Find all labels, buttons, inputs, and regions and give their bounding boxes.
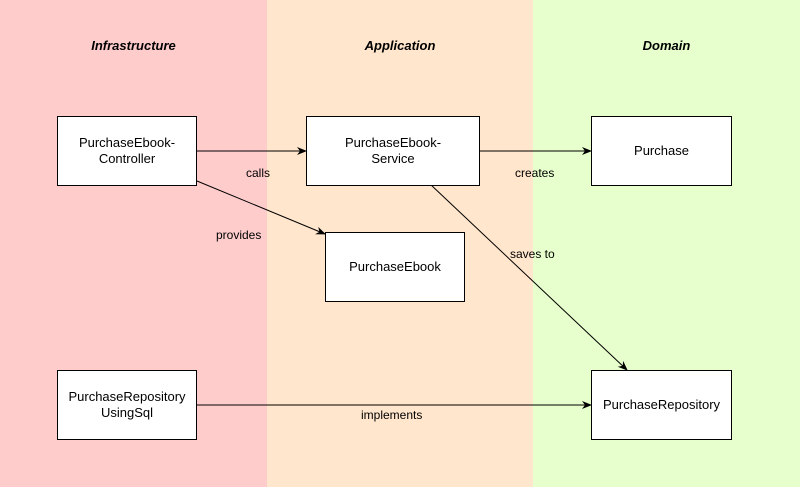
- node-controller-line1: PurchaseEbook-: [78, 135, 176, 150]
- node-purchase-repository: PurchaseRepository: [591, 370, 732, 440]
- node-purchase-ebook-service: PurchaseEbook- Service: [306, 116, 480, 186]
- lane-title-infrastructure: Infrastructure: [91, 38, 176, 53]
- node-purchase-label: Purchase: [634, 143, 689, 158]
- edge-label-implements: implements: [361, 408, 423, 422]
- node-controller-line2: Controller: [98, 151, 156, 166]
- edge-label-provides: provides: [216, 228, 262, 242]
- node-service-line2: Service: [371, 151, 415, 166]
- edge-label-creates: creates: [515, 166, 555, 180]
- edge-label-calls: calls: [246, 166, 271, 180]
- node-repository-label: PurchaseRepository: [602, 397, 721, 412]
- node-purchase-ebook-controller: PurchaseEbook- Controller: [57, 116, 197, 186]
- edge-provides: [196, 180, 326, 235]
- node-repo-sql-line2: UsingSql: [100, 405, 154, 420]
- node-purchase-repository-using-sql: PurchaseRepository UsingSql: [57, 370, 197, 440]
- edge-label-saves-to: saves to: [510, 247, 555, 261]
- node-service-line1: PurchaseEbook-: [344, 135, 442, 150]
- node-purchase-ebook: PurchaseEbook: [325, 232, 465, 302]
- lane-title-application: Application: [364, 38, 436, 53]
- lane-title-domain: Domain: [642, 38, 691, 53]
- node-ebook-label: PurchaseEbook: [349, 259, 441, 274]
- node-purchase: Purchase: [591, 116, 732, 186]
- node-repo-sql-line1: PurchaseRepository: [68, 389, 186, 404]
- edge-saves-to: [429, 183, 628, 371]
